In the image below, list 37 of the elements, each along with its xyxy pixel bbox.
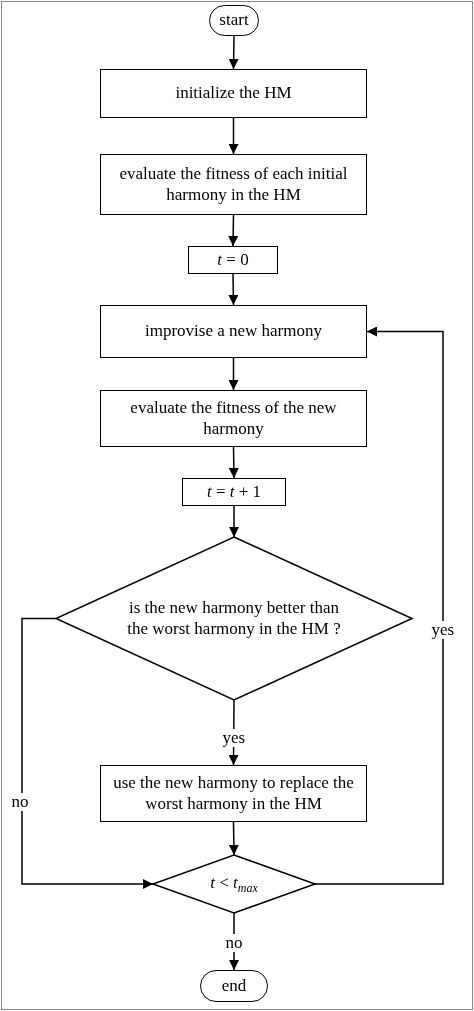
node-text: t = 0 [217, 249, 249, 271]
process-box [182, 478, 286, 506]
node-text: t < t$_{max}$ [209, 872, 259, 896]
edge-label: no [9, 792, 31, 812]
node-text: start [219, 10, 249, 31]
node-text: end [221, 975, 247, 997]
arrow [229, 912, 239, 971]
edge-label: yes [220, 728, 248, 748]
process-box [100, 69, 367, 118]
node-text: evaluate the fitness of the new harmony [129, 398, 338, 439]
arrow [228, 273, 239, 306]
arrow [228, 214, 239, 247]
edge-label: no [223, 933, 245, 953]
arrow [229, 505, 239, 538]
arrow [228, 117, 239, 155]
decision-diamond [153, 855, 315, 913]
node-text: evaluate the fitness of each initial harmony in the HM [118, 164, 349, 205]
arrow [314, 326, 444, 885]
arrow [228, 821, 239, 856]
process-box [100, 390, 367, 447]
node-text: is the new harmony better than the worst harmony in the HM ? [126, 598, 342, 639]
arrow [21, 617, 154, 889]
process-box [188, 246, 278, 274]
node-text: initialize the HM [175, 83, 292, 104]
node-text: use the new harmony to replace the worst harmony in the HM [112, 773, 355, 814]
process-box [100, 305, 367, 358]
decision-diamond [56, 537, 412, 700]
process-box [100, 765, 367, 822]
edge-label: yes [429, 620, 457, 640]
arrow [228, 35, 239, 70]
process-box [100, 154, 367, 215]
node-text: improvise a new harmony [144, 321, 322, 342]
arrow [228, 446, 239, 479]
terminal-node [200, 970, 268, 1002]
node-text: t = t + 1 [206, 481, 262, 503]
terminal-node [209, 5, 259, 36]
arrow [228, 357, 239, 391]
